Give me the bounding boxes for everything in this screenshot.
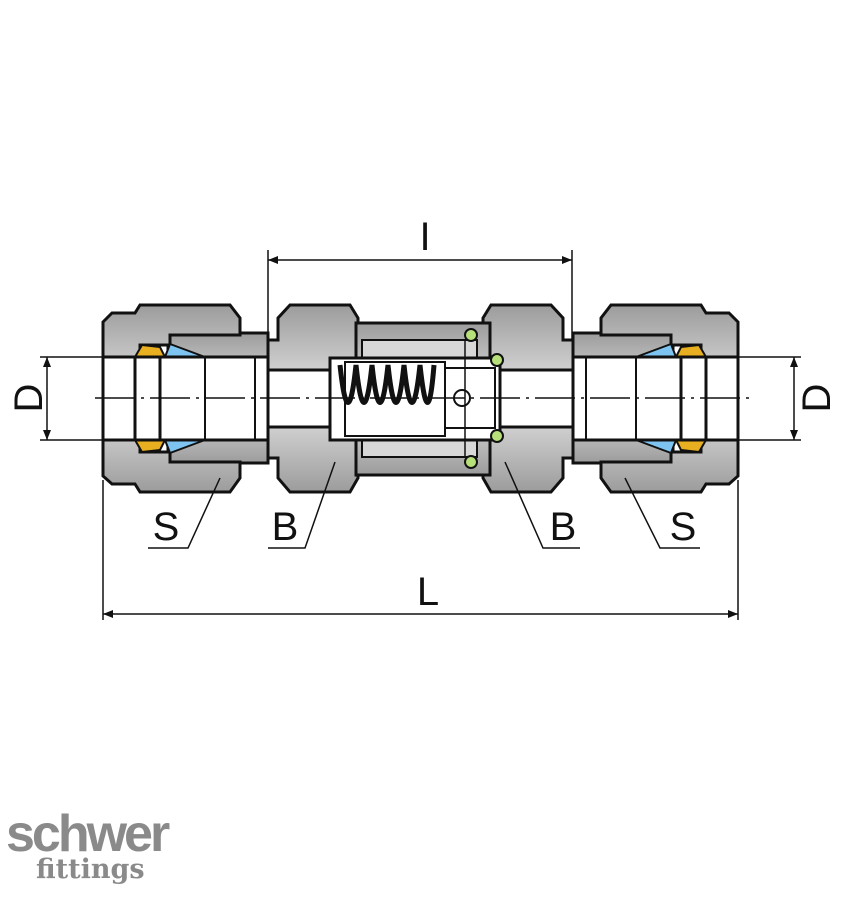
part-label-B-left: B xyxy=(272,505,299,549)
logo-line2: fittings xyxy=(36,854,145,885)
o-ring xyxy=(464,328,478,342)
dimension-L: L xyxy=(102,480,739,620)
part-label-B-right: B xyxy=(550,505,577,549)
spring xyxy=(337,364,437,405)
svg-text:I: I xyxy=(419,215,430,259)
right-end-fitting xyxy=(481,303,803,494)
dimension-D-right: D xyxy=(795,384,839,413)
schwer-fittings-logo: schwer fittings xyxy=(6,805,170,885)
valve-body xyxy=(328,321,504,477)
dimension-I: I xyxy=(267,215,573,340)
svg-text:L: L xyxy=(417,570,439,614)
part-label-S-right: S xyxy=(670,505,697,549)
logo-line1: schwer xyxy=(6,805,170,863)
part-label-S-left: S xyxy=(153,505,180,549)
dimension-D-left: D xyxy=(7,384,51,413)
